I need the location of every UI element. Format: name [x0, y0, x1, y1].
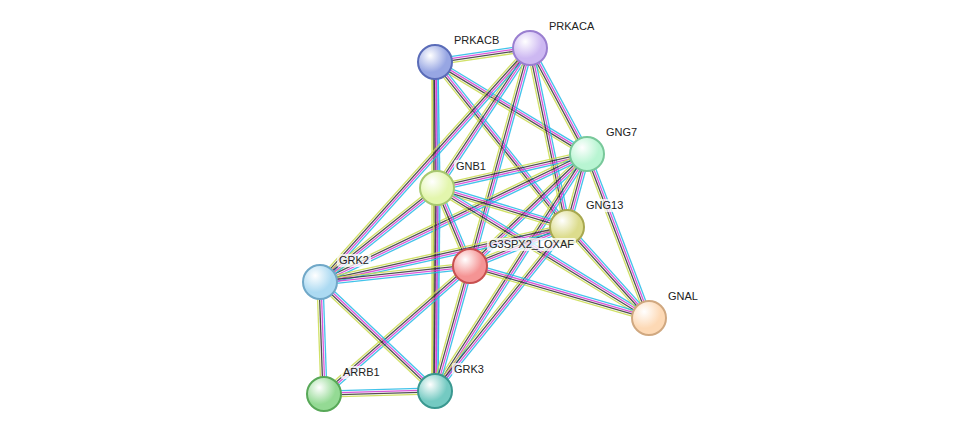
evidence-strand [485, 271, 633, 314]
interaction-edge [335, 228, 552, 282]
interaction-edge [450, 47, 514, 62]
evidence-strand [450, 197, 635, 310]
interaction-edge [330, 291, 426, 382]
evidence-strand [453, 190, 552, 220]
protein-node: GRK3 [417, 373, 453, 409]
interaction-edge [336, 265, 455, 284]
evidence-strand [452, 157, 571, 184]
node-label: ARRB1 [341, 366, 382, 379]
interaction-edge [440, 202, 466, 253]
node-label: GNB1 [454, 160, 488, 173]
evidence-strand [451, 49, 514, 58]
evidence-strand [332, 292, 424, 379]
evidence-strand [334, 200, 426, 274]
evidence-strand [452, 194, 551, 224]
evidence-strand [438, 281, 464, 375]
evidence-strand [580, 237, 641, 304]
evidence-strand [332, 197, 424, 271]
evidence-strand [451, 51, 514, 60]
evidence-strand [330, 295, 422, 382]
evidence-strand [486, 270, 634, 313]
evidence-strand [452, 194, 637, 307]
interaction-edge [340, 388, 419, 396]
protein-node: GRK2 [302, 264, 338, 300]
evidence-strand [446, 240, 558, 379]
protein-node: PRKACA [512, 30, 548, 66]
evidence-strand [331, 294, 423, 381]
evidence-strand [447, 62, 522, 175]
evidence-strand [540, 61, 582, 139]
protein-node: GNAL [631, 300, 667, 336]
node-label: PRKACA [547, 20, 596, 33]
evidence-strand [440, 204, 461, 253]
evidence-strand [451, 195, 550, 225]
evidence-strand [452, 155, 571, 182]
node-label: G3SPX2_LOXAF [487, 238, 576, 251]
evidence-strand [538, 62, 580, 140]
evidence-strand [442, 203, 463, 252]
evidence-strand [444, 202, 465, 251]
interaction-edge [443, 238, 560, 381]
node-label: GNG13 [584, 199, 625, 212]
evidence-strand [448, 63, 523, 176]
node-label: GRK2 [337, 254, 371, 267]
evidence-strand [485, 273, 633, 316]
evidence-strand [447, 241, 559, 380]
node-label: GNG7 [604, 126, 639, 139]
evidence-strand [318, 298, 321, 378]
evidence-strand [336, 267, 454, 280]
evidence-strand [338, 279, 460, 386]
evidence-strand [334, 274, 456, 381]
evidence-strand [535, 64, 577, 142]
evidence-strand [451, 53, 514, 62]
interaction-edge [318, 298, 327, 378]
evidence-strand [434, 204, 436, 375]
node-label: GNAL [666, 290, 700, 303]
evidence-strand [334, 291, 426, 378]
protein-node: G3SPX2_LOXAF [452, 248, 488, 284]
evidence-strand [590, 170, 641, 304]
interaction-edge [485, 268, 635, 317]
protein-node: GNB1 [419, 170, 455, 206]
evidence-strand [441, 166, 576, 376]
evidence-strand [436, 281, 462, 375]
protein-node: PRKACB [417, 44, 453, 80]
evidence-strand [337, 277, 459, 384]
node-label: GRK3 [452, 363, 486, 376]
evidence-strand [436, 204, 438, 375]
evidence-strand [486, 268, 634, 311]
evidence-strand [440, 282, 466, 376]
evidence-strand [578, 238, 639, 305]
evidence-strand [477, 64, 529, 251]
evidence-strand [449, 199, 634, 312]
evidence-strand [432, 204, 434, 375]
evidence-strand [340, 394, 419, 396]
interaction-edge [575, 237, 640, 308]
interaction-edge [334, 274, 460, 385]
protein-node: ARRB1 [306, 376, 342, 412]
evidence-strand [453, 192, 552, 222]
node-label: PRKACB [452, 34, 501, 47]
evidence-strand [445, 61, 520, 174]
evidence-strand [444, 168, 579, 378]
evidence-strand [443, 167, 578, 377]
evidence-strand [443, 60, 518, 173]
protein-node: GNG7 [569, 136, 605, 172]
interaction-edge [441, 166, 581, 379]
evidence-strand [333, 199, 425, 273]
evidence-strand [532, 64, 563, 212]
evidence-strand [335, 276, 457, 383]
